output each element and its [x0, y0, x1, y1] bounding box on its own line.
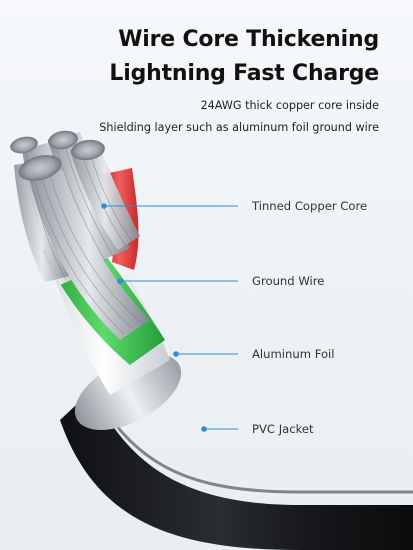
- headline-line-2: Lightning Fast Charge: [109, 61, 379, 86]
- callout-lines: [101, 203, 238, 432]
- aluminum-foil-ring: [74, 354, 182, 430]
- subtitle-line-1: 24AWG thick copper core inside: [200, 99, 379, 112]
- pvc-jacket: [60, 390, 413, 550]
- label-pvc-jacket: PVC Jacket: [252, 422, 314, 436]
- label-tinned-copper-core: Tinned Copper Core: [252, 199, 368, 213]
- headline-line-1: Wire Core Thickening: [118, 27, 379, 52]
- label-ground-wire: Ground Wire: [252, 274, 325, 288]
- copper-strands: [10, 130, 150, 340]
- label-aluminum-foil: Aluminum Foil: [252, 347, 335, 361]
- subtitle-line-2: Shielding layer such as aluminum foil gr…: [99, 121, 379, 134]
